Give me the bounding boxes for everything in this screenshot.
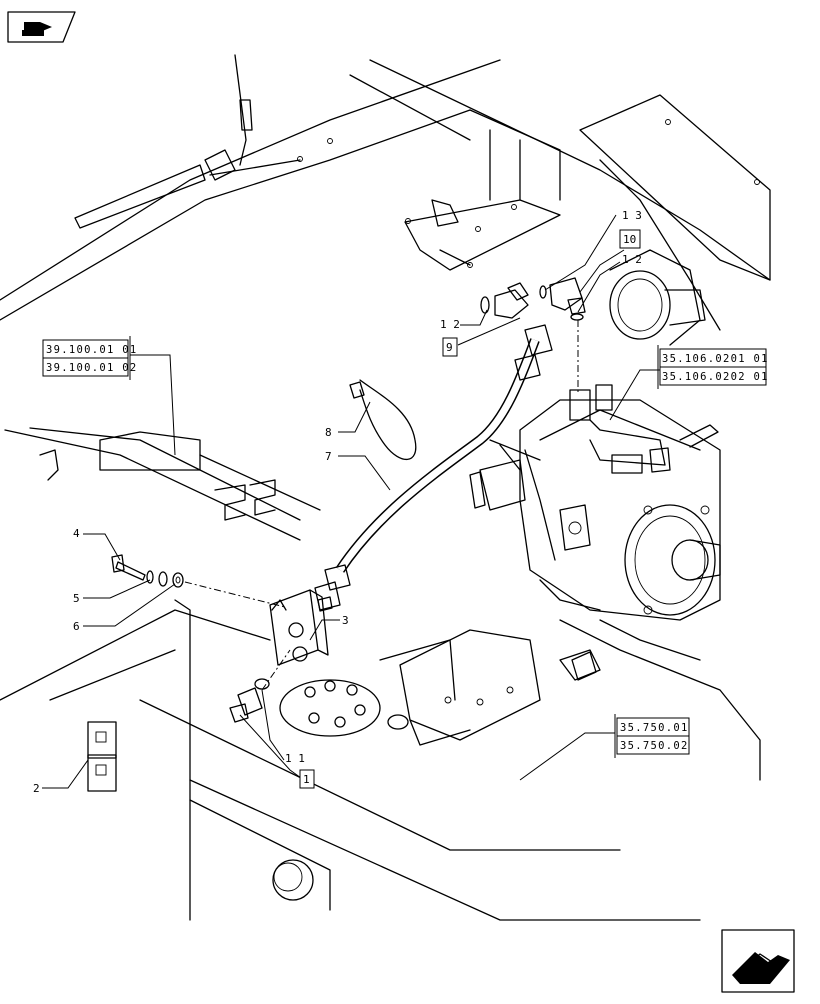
callout-10[interactable]: 10: [619, 229, 641, 249]
ref-label-35-106-0202-01: 35.106.0202 01: [662, 371, 769, 383]
ref-box-35-106[interactable]: 35.106.0201 01 35.106.0202 01: [657, 345, 769, 389]
hydraulic-hose: [314, 324, 553, 612]
ref-label-39-100-01-02: 39.100.01 02: [46, 362, 137, 374]
ref-label-39-100-01-01: 39.100.01 01: [46, 344, 137, 356]
callout-2[interactable]: 2: [33, 782, 40, 795]
callout-8[interactable]: 8: [325, 426, 332, 439]
callout-5[interactable]: 5: [73, 592, 80, 605]
nav-badge-top[interactable]: [7, 11, 76, 43]
fitting-small: [571, 651, 597, 681]
arrow-right-icon: [24, 22, 52, 32]
callout-4[interactable]: 4: [73, 527, 80, 540]
callout-6[interactable]: 6: [73, 620, 80, 633]
leader-lines: [42, 214, 660, 789]
callout-11[interactable]: 1 1: [285, 752, 305, 765]
svg-text:9: 9: [446, 341, 453, 354]
callout-3[interactable]: 3: [342, 614, 349, 627]
arrow-back-icon: [732, 952, 790, 984]
callout-9[interactable]: 9: [442, 337, 458, 357]
bolt-set: [111, 554, 184, 588]
chassis-frame: [0, 54, 771, 921]
callout-7[interactable]: 7: [325, 450, 332, 463]
decals: [87, 721, 117, 792]
bracket: [269, 589, 329, 666]
ref-label-35-750-02: 35.750.02: [620, 740, 689, 752]
fittings-top: [480, 277, 586, 321]
ref-label-35-750-01: 35.750.01: [620, 722, 689, 734]
callout-12-right[interactable]: 1 2: [622, 253, 642, 266]
ref-box-35-750[interactable]: 35.750.01 35.750.02: [614, 714, 690, 758]
svg-text:10: 10: [623, 233, 636, 246]
cable-tie: [349, 379, 417, 461]
callout-12-left[interactable]: 1 2: [440, 318, 460, 331]
hydraulic-pump: [469, 384, 721, 621]
callout-1[interactable]: 1: [299, 769, 315, 789]
callout-13[interactable]: 1 3: [622, 209, 642, 222]
nav-badge-bottom[interactable]: [721, 929, 795, 993]
svg-text:1: 1: [303, 773, 310, 786]
ref-box-39-100[interactable]: 39.100.01 01 39.100.01 02: [42, 336, 137, 380]
pressure-switch: [229, 678, 270, 723]
ref-label-35-106-0201-01: 35.106.0201 01: [662, 353, 769, 365]
